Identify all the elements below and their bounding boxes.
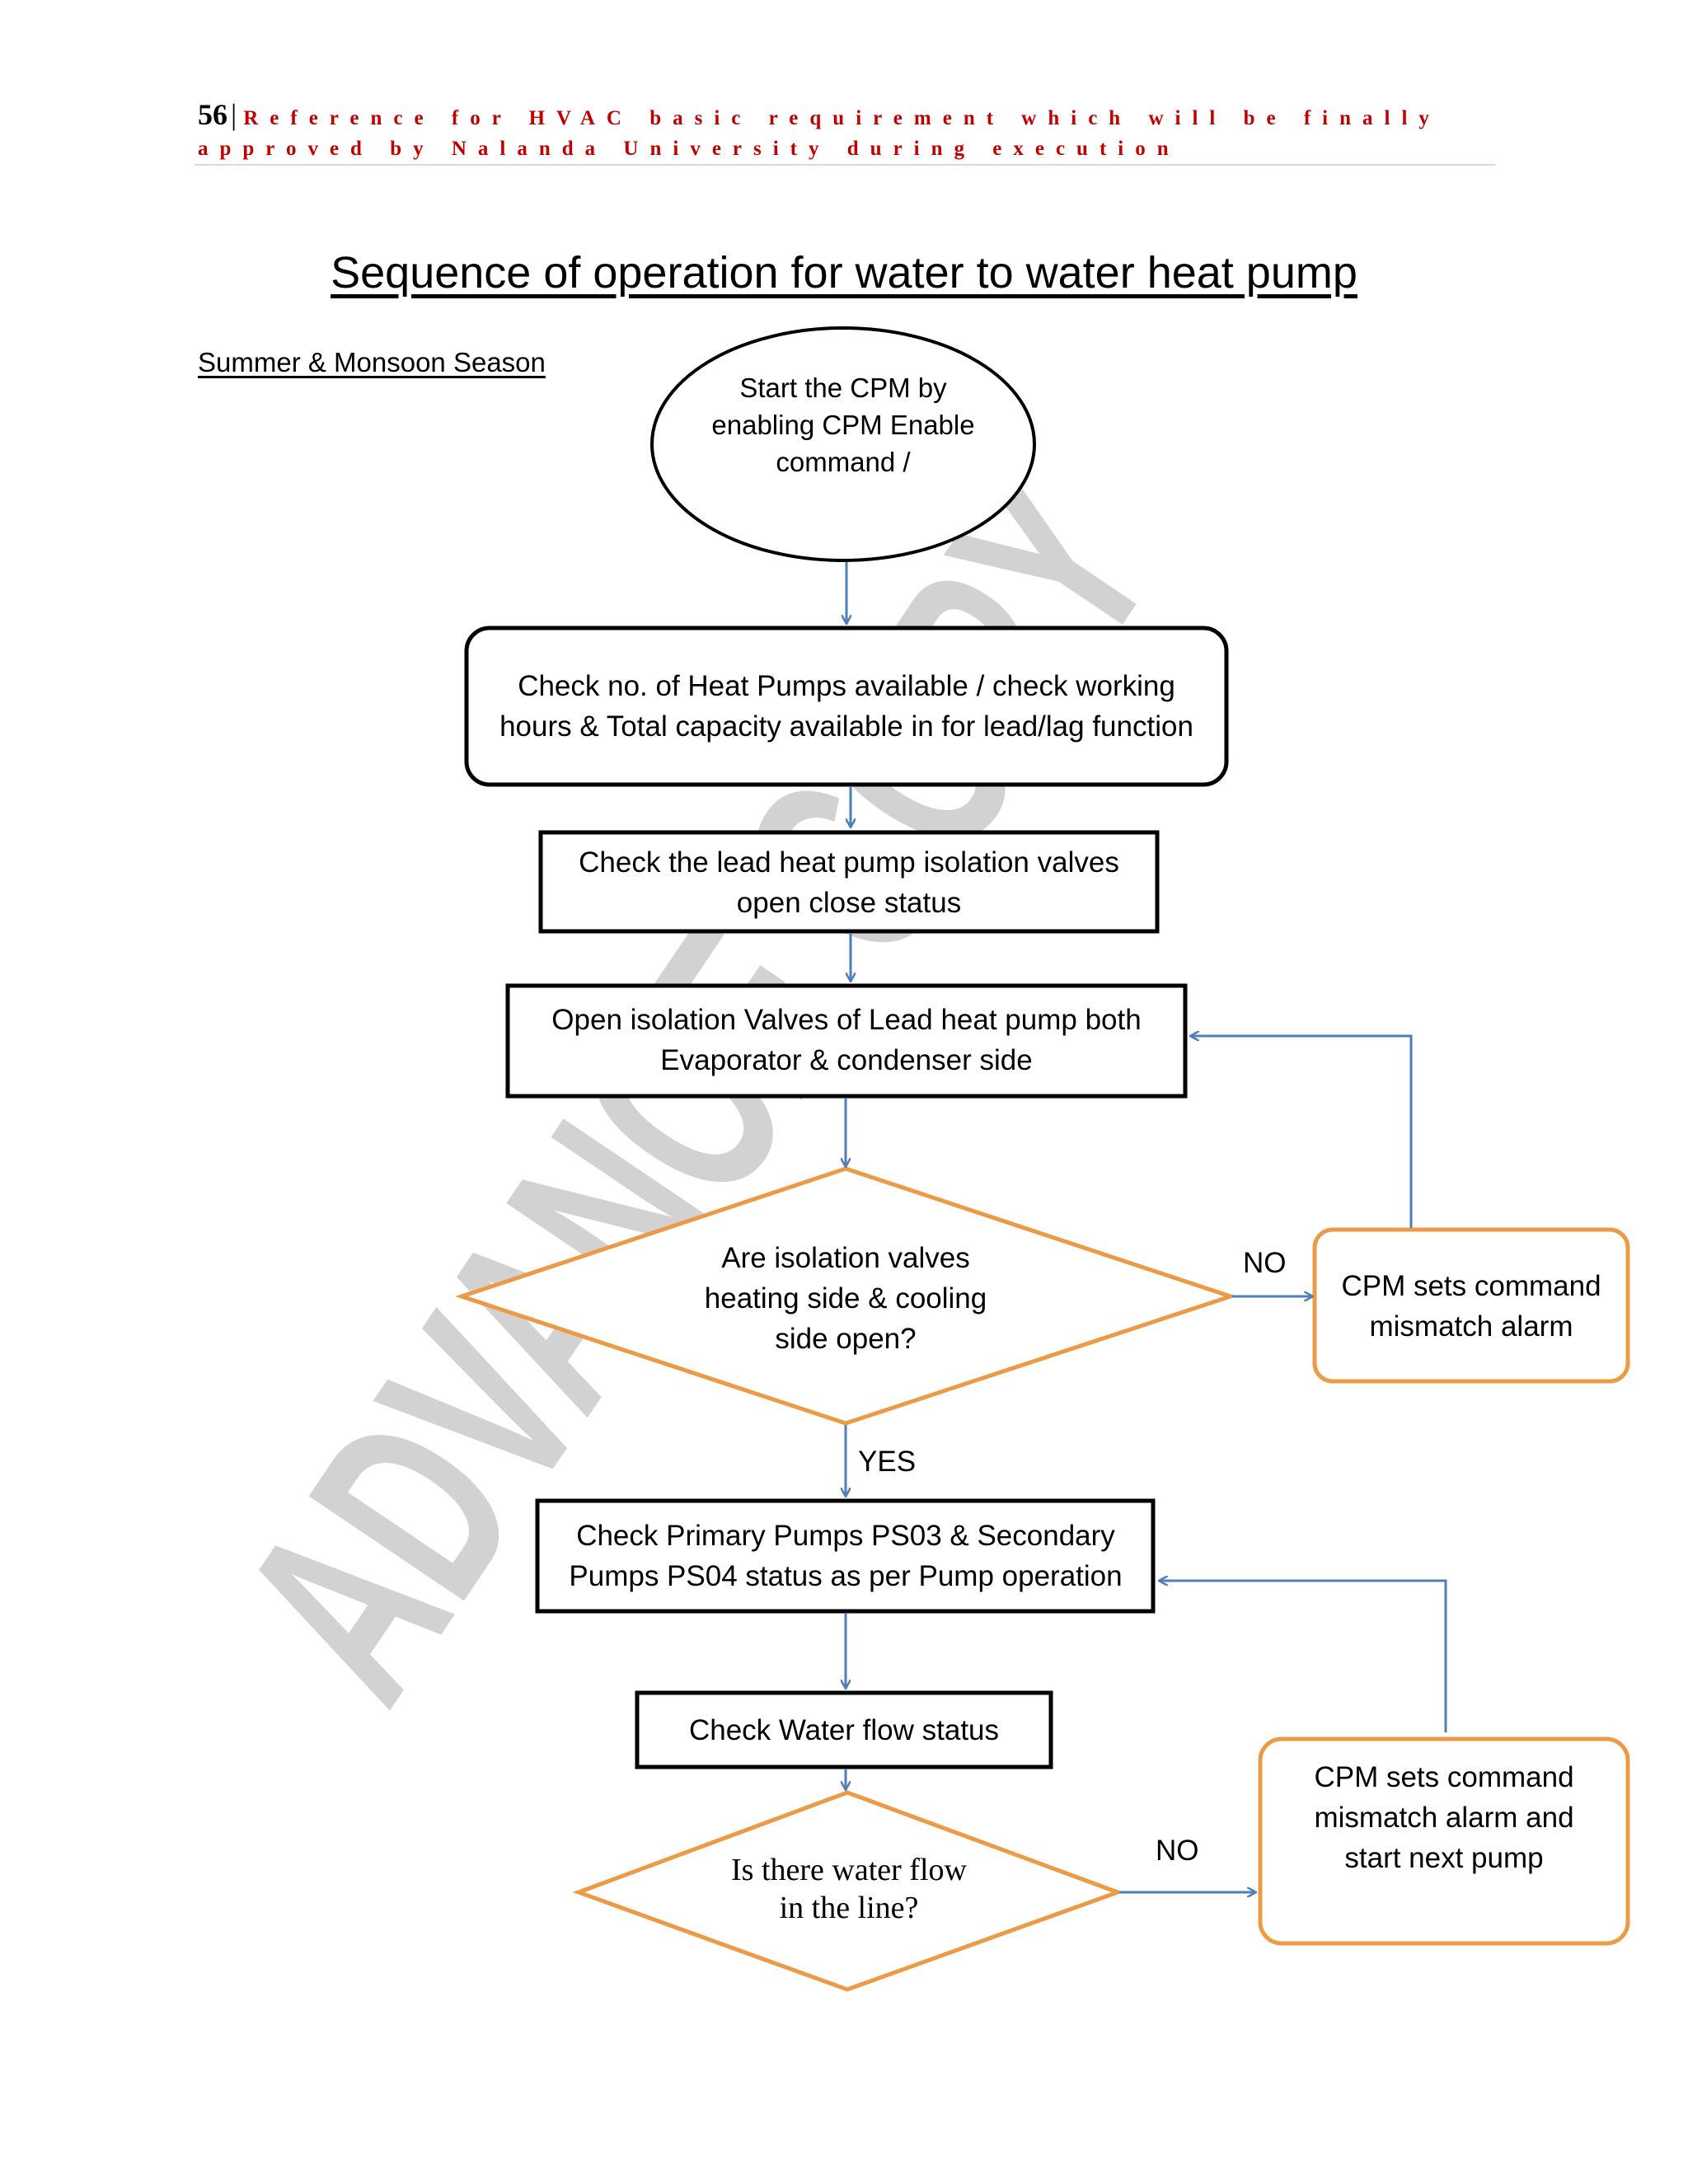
check-flow-box xyxy=(635,1690,1053,1769)
check-heat-pumps-box xyxy=(464,626,1229,787)
arrow-alarm-loop-back xyxy=(1190,1036,1413,1228)
alarm-valves-box xyxy=(1312,1227,1630,1384)
check-valves-status-box xyxy=(538,830,1160,934)
check-pumps-box xyxy=(535,1498,1156,1614)
header-text: Reference for HVAC basic requirement whi… xyxy=(198,107,1441,160)
label-no-flow: NO xyxy=(1156,1835,1199,1867)
decision-flow-diamond xyxy=(572,1790,1124,1992)
alarm-valves-text: CPM sets command mismatch alarm xyxy=(1341,1270,1601,1343)
check-heat-pumps-text: Check no. of Heat Pumps available / chec… xyxy=(499,670,1193,743)
decision-valves-diamond xyxy=(455,1166,1237,1426)
season-label: Summer & Monsoon Season xyxy=(198,347,546,377)
decision-valves-text: Are isolation valves heating side & cool… xyxy=(704,1241,987,1355)
label-yes: YES xyxy=(858,1446,917,1478)
open-valves-box xyxy=(505,983,1188,1099)
header-separator: | xyxy=(231,98,237,131)
page-header: 56| Reference for HVAC basic requirement… xyxy=(198,98,1500,166)
page-title: Sequence of operation for water to water… xyxy=(331,248,1357,298)
label-no-valves: NO xyxy=(1243,1247,1287,1279)
alarm-flow-box xyxy=(1258,1736,1630,1946)
page-number: 56 xyxy=(198,98,227,131)
alarm-flow-text: CPM sets command mismatch alarm and star… xyxy=(1314,1760,1574,1874)
check-pumps-text: Check Primary Pumps PS03 & Secondary Pum… xyxy=(569,1520,1123,1592)
header-rule xyxy=(195,164,1495,166)
start-node xyxy=(650,326,1036,562)
check-flow-text: Check Water flow status xyxy=(688,1713,1000,1746)
decision-flow-text: Is there water flow in the line? xyxy=(731,1853,967,1925)
open-valves-text: Open isolation Valves of Lead heat pump … xyxy=(551,1004,1142,1076)
check-valves-status-text: Check the lead heat pump isolation valve… xyxy=(579,846,1119,919)
start-text: Start the CPM by enabling CPM Enable com… xyxy=(711,372,975,477)
arrow-alarm2-loop-back xyxy=(1159,1581,1447,1732)
